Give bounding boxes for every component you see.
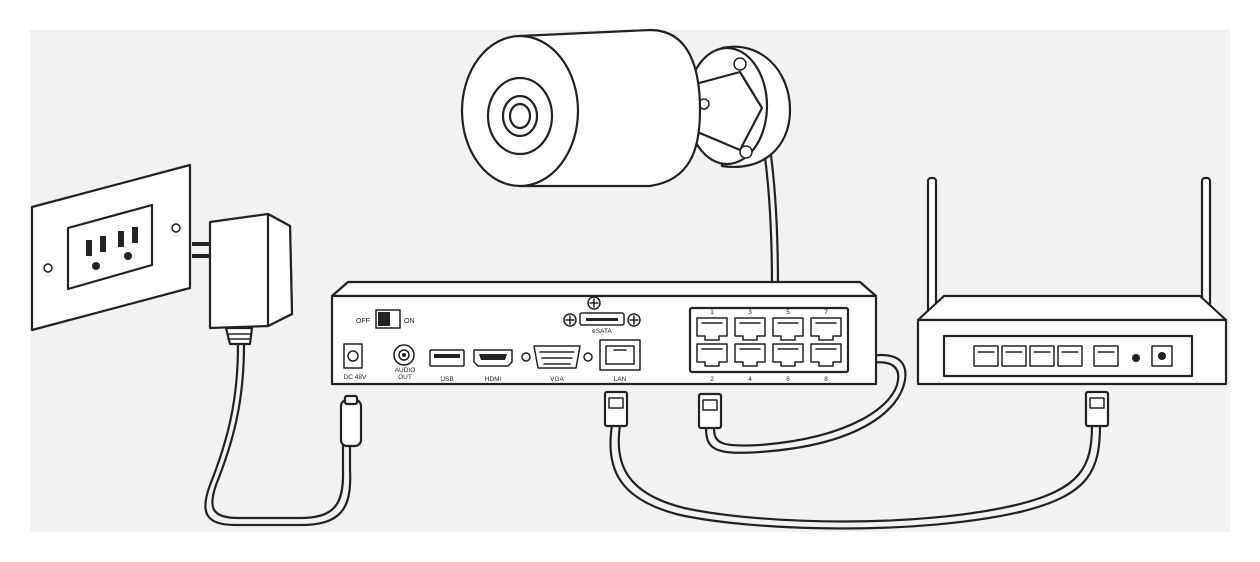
poe-num: 3 xyxy=(748,309,752,316)
poe-port-numbers-top: 1 3 5 7 xyxy=(710,309,828,316)
nvr-poe-rj45-plug xyxy=(697,392,723,430)
router-wan-port xyxy=(1093,345,1119,367)
camera-cable xyxy=(768,146,780,290)
dc-plug xyxy=(339,394,363,448)
poe-port xyxy=(696,317,728,341)
dc-48v-port: DC 48V xyxy=(343,343,367,381)
vga-label: VGA xyxy=(550,376,564,383)
usb-label: USB xyxy=(440,376,453,383)
poe-num: 1 xyxy=(710,309,714,316)
poe-num: 4 xyxy=(748,376,752,383)
router xyxy=(916,176,1228,386)
esata-label: eSATA xyxy=(592,328,612,335)
on-label: ON xyxy=(404,318,415,325)
poe-port xyxy=(810,317,842,341)
router-lan-ports xyxy=(973,345,1083,367)
router-reset xyxy=(1132,354,1140,362)
poe-num: 2 xyxy=(710,376,714,383)
router-rj45-plug xyxy=(1084,390,1110,428)
poe-port xyxy=(734,317,766,341)
poe-port xyxy=(772,343,804,367)
poe-num: 6 xyxy=(786,376,790,383)
usb-port: USB xyxy=(429,349,465,383)
poe-port xyxy=(734,343,766,367)
poe-ports xyxy=(696,317,842,367)
power-cable xyxy=(204,343,352,527)
poe-port xyxy=(810,343,842,367)
poe-num: 8 xyxy=(824,376,828,383)
bullet-camera xyxy=(460,28,792,188)
power-adapter xyxy=(192,212,294,346)
off-label: OFF xyxy=(356,318,370,325)
lan-port: LAN xyxy=(599,339,641,383)
esata-port: eSATA xyxy=(563,296,641,335)
lan-cable xyxy=(609,423,1102,530)
vga-port: VGA xyxy=(521,345,593,383)
wall-outlet xyxy=(30,163,192,332)
hdmi-port: HDMI xyxy=(473,349,513,383)
poe-port xyxy=(772,317,804,341)
dc-label: DC 48V xyxy=(344,374,367,381)
nvr-lan-rj45-plug xyxy=(603,390,629,428)
lan-label: LAN xyxy=(614,376,627,383)
poe-num: 5 xyxy=(786,309,790,316)
poe-num: 7 xyxy=(824,309,828,316)
poe-port-numbers-bottom: 2 4 6 8 xyxy=(710,376,828,383)
power-switch: OFF ON xyxy=(356,309,415,329)
poe-port xyxy=(696,343,728,367)
hdmi-label: HDMI xyxy=(485,376,502,383)
poe-cable xyxy=(704,353,907,454)
